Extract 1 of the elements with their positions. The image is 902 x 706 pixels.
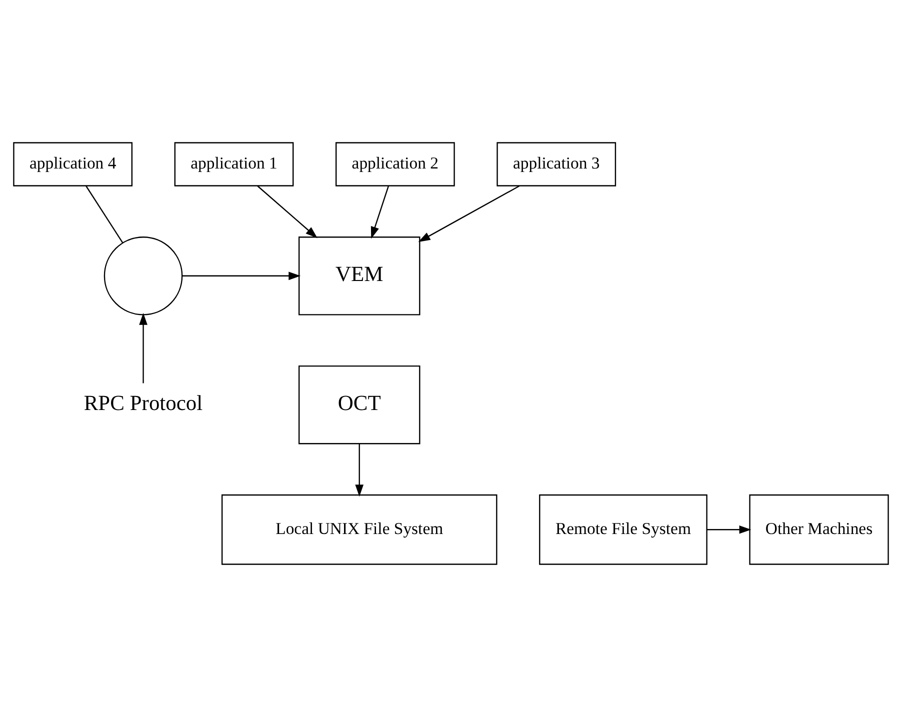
node-text: RPC Protocol [84,390,203,415]
